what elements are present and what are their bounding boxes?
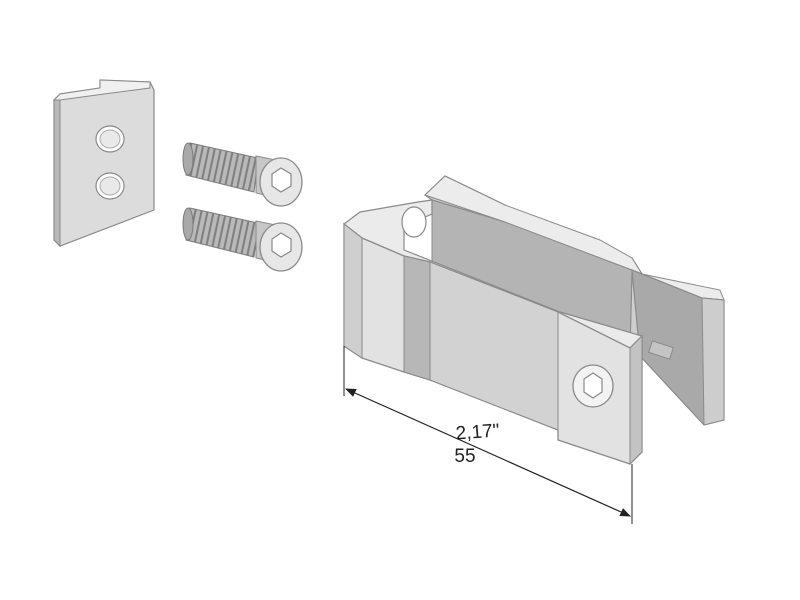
threaded-hole-lower: [95, 172, 125, 200]
hex-socket-icon: [271, 167, 292, 193]
back-plate: [52, 79, 155, 248]
dimension-metric: 55: [454, 446, 475, 467]
dimension-annotation: 2,17" 55: [343, 346, 633, 524]
hex-socket-icon: [583, 372, 603, 399]
u-bracket: [343, 175, 725, 466]
bracket-screw-head: [572, 364, 614, 408]
threaded-hole-upper: [95, 125, 125, 153]
hex-socket-icon: [271, 232, 292, 258]
bracket-hole: [401, 206, 427, 238]
dimension-imperial: 2,17": [455, 421, 500, 445]
dimension-line: [345, 388, 631, 517]
socket-screw-upper: [182, 142, 303, 207]
socket-screw-lower: [182, 207, 303, 272]
